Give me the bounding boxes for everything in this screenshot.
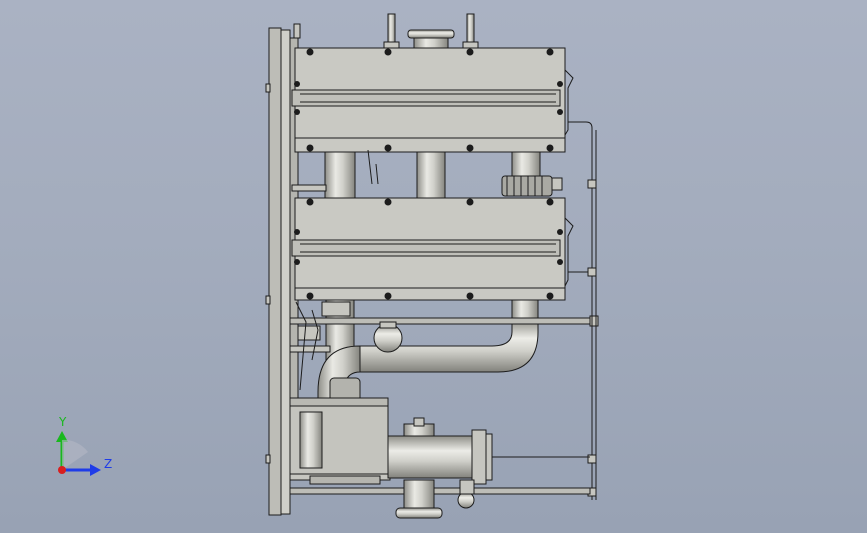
z-axis-label: Z [104,457,112,471]
upper-manifold [291,47,574,153]
assembly-model[interactable] [265,13,599,519]
outlet-piping [289,299,599,405]
triad-plane [62,439,88,470]
coordinate-triad-icon: Y Z [56,415,112,476]
lower-manifold [291,197,574,301]
horizontal-vessel [387,417,590,519]
riser-pipes [291,149,563,199]
pump-housing [289,397,591,495]
y-axis-label: Y [58,415,67,429]
top-nozzles [293,13,479,49]
instrument-line [568,121,597,500]
y-axis-arrowhead [56,431,68,442]
x-axis-origin [58,466,66,474]
z-axis-arrowhead [90,464,101,476]
